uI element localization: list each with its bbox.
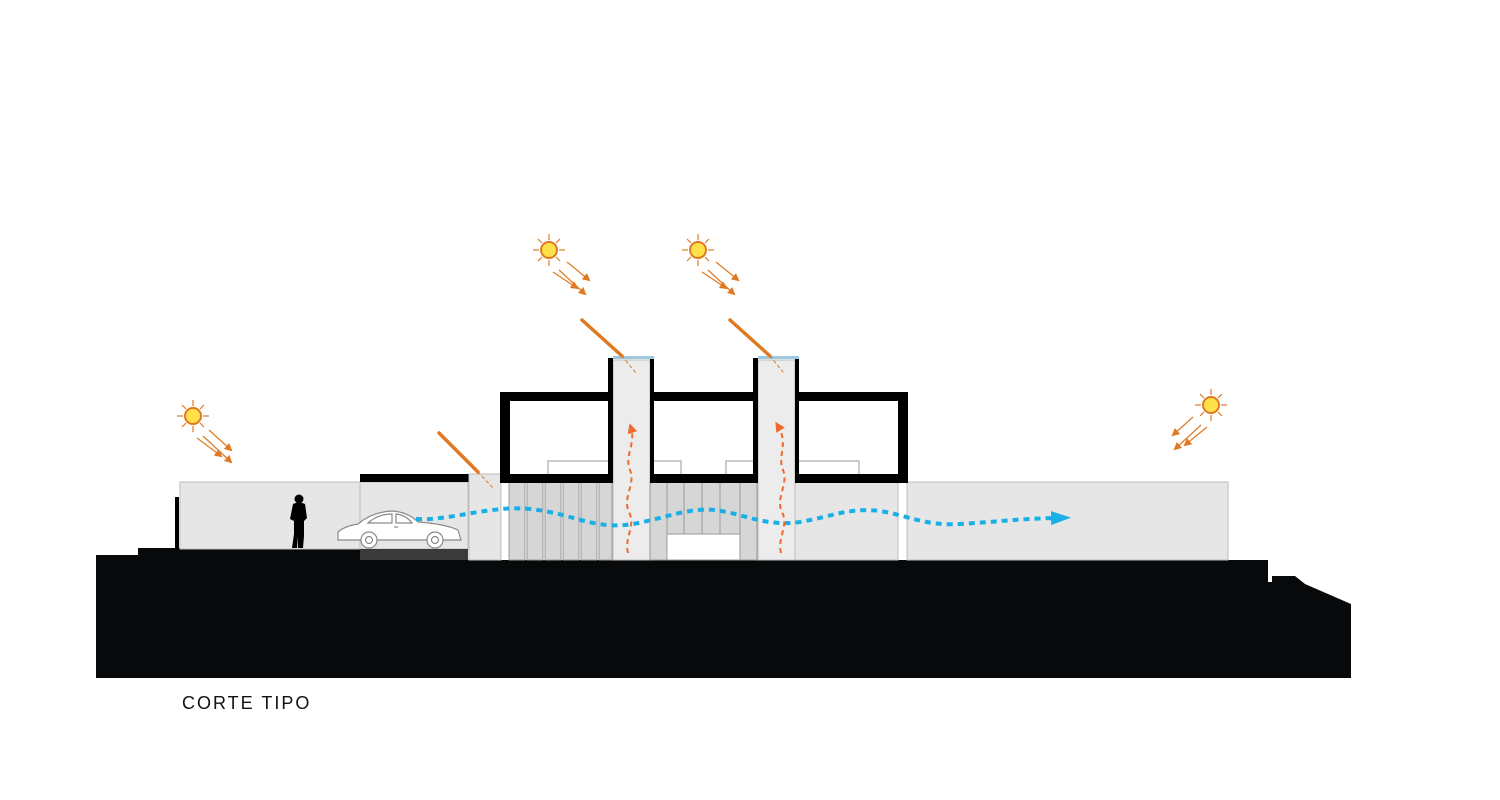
entry-column — [468, 473, 502, 561]
hot-air-arrow-1 — [626, 423, 638, 554]
furniture-outlines — [547, 460, 860, 474]
ventilation-shaft-2 — [757, 359, 796, 561]
upper-room-1-fill — [510, 401, 610, 474]
sun-icon — [533, 234, 591, 296]
doorway-opening — [666, 533, 741, 561]
hot-air-arrow-2 — [775, 421, 786, 554]
louver-group-left — [508, 481, 613, 561]
person-silhouette-icon — [290, 494, 307, 548]
sun-icon — [1171, 389, 1227, 451]
ventilation-shaft-1 — [612, 359, 651, 561]
upper-floor-structure — [500, 358, 908, 483]
garage-floor — [360, 549, 468, 560]
sun-icon — [682, 234, 740, 296]
breeze-arrow — [415, 506, 1071, 528]
solar-ray-arrows — [437, 318, 784, 489]
right-garden-wall — [906, 481, 1229, 561]
car-outline-icon — [337, 510, 462, 549]
upper-room-2-fill — [653, 401, 754, 474]
sun-icon — [177, 400, 233, 464]
skylight-glass-2 — [758, 356, 799, 359]
upper-room-3-fill — [799, 401, 898, 474]
left-boundary-post — [175, 497, 179, 549]
ground-section — [96, 548, 1351, 678]
drawing-caption: CORTE TIPO — [182, 693, 312, 713]
left-wall-fill — [179, 481, 361, 550]
skylight-glass-1 — [613, 356, 654, 359]
canopy-roof — [360, 474, 469, 482]
